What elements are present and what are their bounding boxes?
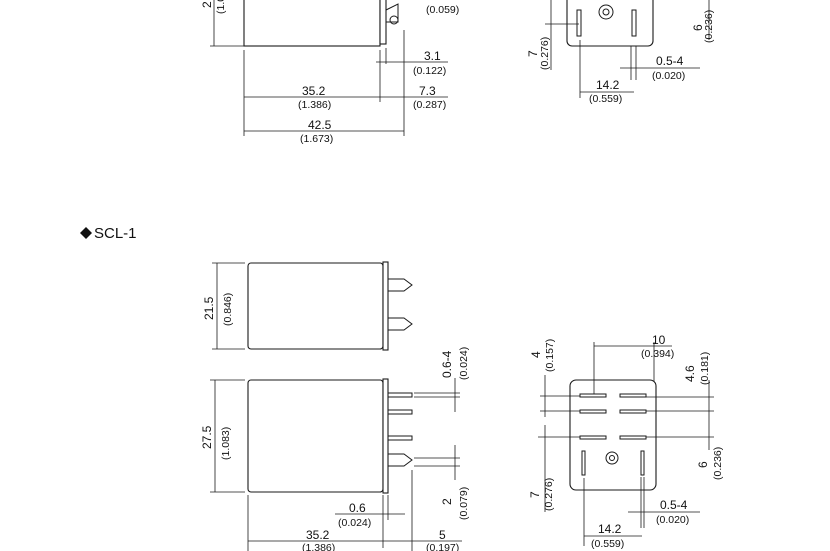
top-right-mm: 6 xyxy=(691,24,705,31)
br-mm: 4.6 xyxy=(683,365,697,382)
top-base-plate xyxy=(379,0,387,45)
bp-in: (0.020) xyxy=(656,514,689,526)
pin-in: (0.197) xyxy=(426,542,459,551)
top-base-outline xyxy=(566,0,654,47)
scl1-front-view: 27.5 (1.083) 0.6-4 (0.024) 2 (0.079) 0.6… xyxy=(200,347,470,551)
bt-in: (0.157) xyxy=(544,339,556,372)
top-pin-right xyxy=(631,9,637,37)
bs-mm: 14.2 xyxy=(598,522,622,536)
front-height-mm: 27.5 xyxy=(200,425,214,449)
pin-mm: 5 xyxy=(439,528,446,542)
scl1-side-view: 21.5 (0.846) xyxy=(202,261,413,351)
blade-3 xyxy=(579,409,607,414)
blade-4 xyxy=(619,409,647,414)
side-height-mm: 21.5 xyxy=(202,296,216,320)
top-bottom-view: 7 (0.276) 6 (0.236) 0.5-4 (0.020) 14.2 (… xyxy=(526,0,715,105)
top-pin-in: (0.287) xyxy=(413,99,446,111)
top-total-in: (1.673) xyxy=(300,133,333,145)
front-pin-1 xyxy=(387,392,413,398)
side-body-outline xyxy=(247,262,384,350)
bl-mm: 7 xyxy=(528,491,542,498)
top-pin-left xyxy=(576,9,582,37)
top-right-in: (0.236) xyxy=(703,10,715,43)
brb-in: (0.236) xyxy=(712,447,724,480)
gap-mm: 0.6 xyxy=(349,501,366,515)
front-body-outline xyxy=(247,379,384,493)
front-terminal xyxy=(388,453,413,467)
section-label: SCL-1 xyxy=(94,225,137,242)
pin-base-outline xyxy=(569,379,657,491)
diamond-bullet-icon xyxy=(80,227,92,239)
top-height-value: 2 xyxy=(200,1,214,8)
gap-in: (0.024) xyxy=(338,517,371,529)
top-gap-mm: 3.1 xyxy=(424,49,441,63)
pinh-mm: 2 xyxy=(440,498,454,505)
top-terminal xyxy=(385,3,399,23)
bs-in: (0.559) xyxy=(591,538,624,550)
scl1-pin-view: 10 (0.394) 4 (0.157) 4.6 (0.181) 6 (0.23… xyxy=(528,333,724,550)
top-left-mm: 7 xyxy=(526,50,540,57)
side-base-plate xyxy=(382,261,389,351)
br-in: (0.181) xyxy=(699,352,711,385)
top-pin-mm: 7.3 xyxy=(419,84,436,98)
top-body-outline xyxy=(243,0,381,47)
body-mm: 35.2 xyxy=(306,528,330,542)
top-pin-inch: (0.059) xyxy=(426,4,459,16)
side-height-in: (0.846) xyxy=(222,293,234,326)
front-pin-3 xyxy=(387,435,413,441)
coil-pin-right xyxy=(640,450,645,476)
front-height-in: (1.083) xyxy=(220,427,232,460)
bt-mm: 4 xyxy=(529,351,543,358)
top-terminal-hole xyxy=(389,15,399,25)
top-body-in: (1.386) xyxy=(298,99,331,111)
center-screw-inner xyxy=(609,455,615,461)
bl-in: (0.276) xyxy=(543,478,555,511)
blade-1 xyxy=(579,393,607,398)
top-pin-thk-mm: 0.5-4 xyxy=(656,54,684,68)
blade-5 xyxy=(579,435,607,440)
bw-mm: 10 xyxy=(652,333,666,347)
top-pin-thk-in: (0.020) xyxy=(652,70,685,82)
top-spacing-mm: 14.2 xyxy=(596,78,620,92)
bw-in: (0.394) xyxy=(641,348,674,360)
blade-2 xyxy=(619,393,647,398)
top-total-mm: 42.5 xyxy=(308,118,332,132)
top-front-view: 2 (1.0 (0.059) 3.1 (0.122) 35.2 (1.386) … xyxy=(200,0,459,145)
blade-6 xyxy=(619,435,647,440)
side-terminal-upper xyxy=(388,278,413,292)
pinh-in: (0.079) xyxy=(458,487,470,520)
top-left-in: (0.276) xyxy=(539,37,551,70)
pinw-mm: 0.6-4 xyxy=(440,350,454,378)
top-gap-in: (0.122) xyxy=(413,65,446,77)
top-body-mm: 35.2 xyxy=(302,84,326,98)
top-spacing-in: (0.559) xyxy=(589,93,622,105)
center-screw-icon xyxy=(605,451,619,465)
body-in: (1.386) xyxy=(302,542,335,551)
front-pin-2 xyxy=(387,409,413,415)
brb-mm: 6 xyxy=(696,461,710,468)
bp-mm: 0.5-4 xyxy=(660,498,688,512)
top-center-screw xyxy=(598,4,614,20)
top-height-inch: (1.0 xyxy=(215,0,227,14)
section-header-scl1: SCL-1 xyxy=(80,225,137,242)
front-base-plate xyxy=(382,378,389,494)
top-center-screw-inner xyxy=(602,8,610,16)
pinw-in: (0.024) xyxy=(458,347,470,380)
side-terminal-lower xyxy=(388,317,413,331)
coil-pin-left xyxy=(581,450,586,476)
